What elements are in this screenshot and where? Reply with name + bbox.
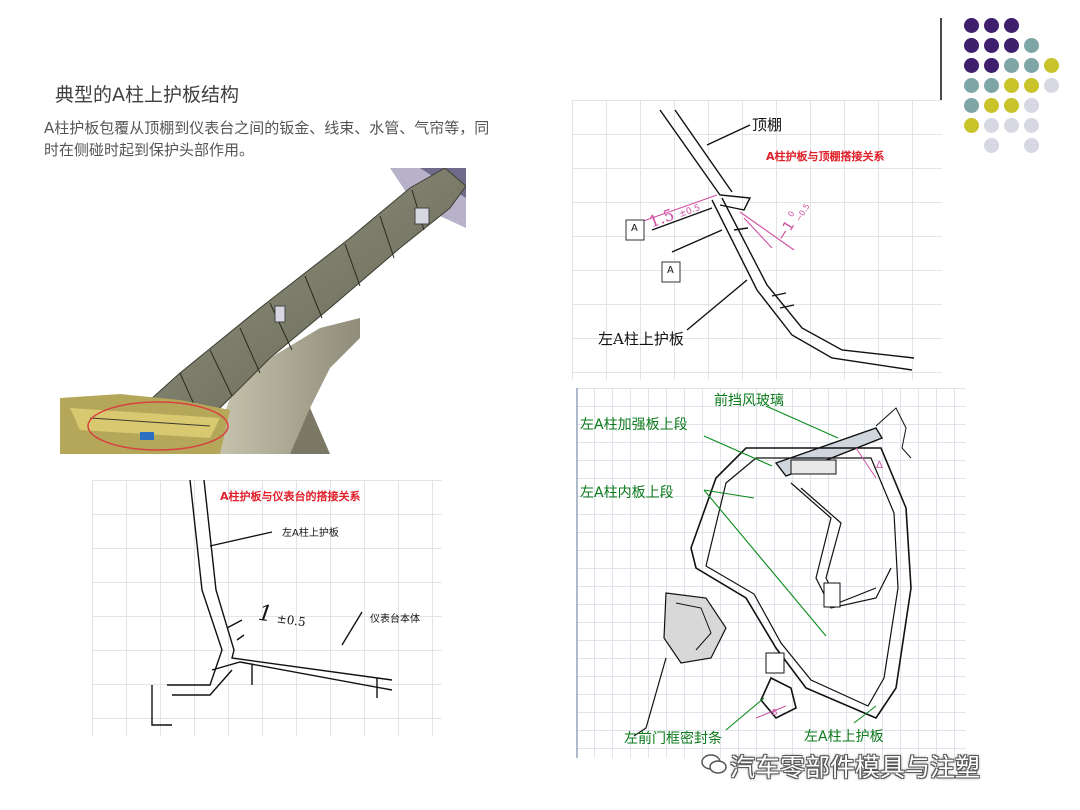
watermark-text: 汽车零部件模具与注塑 bbox=[730, 753, 981, 782]
a-pillar-section-lines bbox=[576, 388, 912, 758]
decor-dot bbox=[984, 18, 999, 33]
decor-dot bbox=[964, 98, 979, 113]
dim-delta: Δ bbox=[876, 460, 883, 471]
decor-dot bbox=[1024, 38, 1039, 53]
decor-dot bbox=[984, 38, 999, 53]
label-inner-panel: 左A柱内板上段 bbox=[580, 485, 674, 501]
dim-main-value: 1 bbox=[256, 600, 274, 628]
decor-dot bbox=[1024, 118, 1039, 133]
decorative-dot-grid bbox=[960, 16, 1070, 176]
wechat-logo bbox=[700, 752, 728, 780]
label-windshield: 前挡风玻璃 bbox=[714, 393, 784, 409]
decor-dot bbox=[1004, 78, 1019, 93]
label-instrument-panel: 仪表台本体 bbox=[370, 614, 420, 625]
wechat-icon bbox=[701, 754, 727, 774]
label-left-a-pillar-trim: 左A柱上护板 bbox=[282, 528, 339, 539]
label-reinforcement: 左A柱加强板上段 bbox=[580, 417, 688, 433]
decor-dot bbox=[964, 58, 979, 73]
decor-dot bbox=[1024, 78, 1039, 93]
datum-a-upper: A bbox=[631, 223, 638, 234]
decor-dot bbox=[1024, 138, 1039, 153]
decor-dot bbox=[1004, 58, 1019, 73]
decor-dot bbox=[984, 118, 999, 133]
decor-dot bbox=[1024, 58, 1039, 73]
decor-dot bbox=[984, 58, 999, 73]
decor-dot bbox=[1004, 98, 1019, 113]
diagram-a-pillar-section: 前挡风玻璃 左A柱加强板上段 左A柱内板上段 左前门框密封条 左A柱上护板 Δ … bbox=[576, 388, 966, 758]
decor-dot bbox=[964, 78, 979, 93]
decor-dot bbox=[1044, 78, 1059, 93]
ip-overlap-title: A柱护板与仪表台的搭接关系 bbox=[220, 490, 361, 503]
headliner-overlap-title: A柱护板与顶棚搭接关系 bbox=[766, 150, 885, 163]
decor-dot bbox=[1044, 58, 1059, 73]
label-left-a-pillar-trim: 左A柱上护板 bbox=[804, 729, 884, 745]
decor-dot bbox=[964, 18, 979, 33]
decor-dot bbox=[1024, 98, 1039, 113]
label-headliner: 顶棚 bbox=[752, 116, 783, 134]
decor-dot bbox=[1004, 38, 1019, 53]
datum-a-lower: A bbox=[667, 265, 674, 276]
decor-dot bbox=[964, 38, 979, 53]
decor-dot bbox=[984, 98, 999, 113]
dim-b: B bbox=[772, 708, 778, 717]
headliner-overlap-lines bbox=[625, 109, 915, 371]
diagram-headliner-overlap: A柱护板与顶棚搭接关系 顶棚 左A柱上护板 1.5 ±0.5 −1 0 −0.5… bbox=[572, 100, 942, 380]
diagram-ip-overlap: A柱护板与仪表台的搭接关系 左A柱上护板 仪表台本体 1 ±0.5 bbox=[92, 480, 442, 736]
ip-overlap-lines bbox=[151, 480, 393, 726]
decor-dot bbox=[964, 118, 979, 133]
decor-dot bbox=[1004, 118, 1019, 133]
label-left-a-pillar-trim: 左A柱上护板 bbox=[598, 330, 684, 348]
label-door-seal: 左前门框密封条 bbox=[624, 731, 722, 747]
slide-description: A柱护板包覆从顶棚到仪表台之间的钣金、线束、水管、气帘等，同时在侧碰时起到保护头… bbox=[44, 119, 490, 159]
decor-dot bbox=[984, 78, 999, 93]
dim-tolerance: ±0.5 bbox=[275, 611, 307, 630]
a-pillar-render-graphic bbox=[60, 168, 466, 454]
decor-dot bbox=[1004, 18, 1019, 33]
slide-title: 典型的A柱上护板结构 bbox=[55, 84, 239, 106]
decor-dot bbox=[984, 138, 999, 153]
a-pillar-3d-render bbox=[60, 168, 466, 454]
